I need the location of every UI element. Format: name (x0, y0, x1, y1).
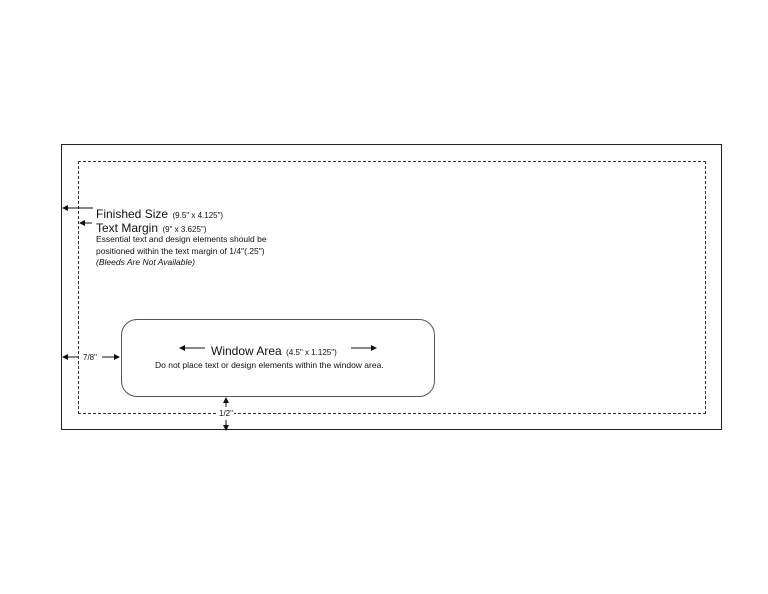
finished-size-title: Finished Size (96, 207, 169, 221)
finished-size-border (61, 144, 722, 430)
text-margin-dims: (9" x 3.625") (162, 225, 207, 234)
text-margin-note: Essential text and design elements shoul… (96, 233, 267, 257)
bottom-offset-label: 1/2" (218, 409, 234, 418)
window-area-note: Do not place text or design elements wit… (155, 360, 384, 370)
window-area-label: Window Area (4.5" x 1.125") (211, 342, 337, 360)
bleeds-note: (Bleeds Are Not Available) (96, 257, 195, 267)
text-margin-label: Text Margin (9" x 3.625") (96, 219, 206, 237)
text-margin-note-line2: positioned within the text margin of 1/4… (96, 246, 265, 256)
window-area-dims: (4.5" x 1.125") (286, 348, 337, 357)
window-area-box (121, 319, 435, 397)
left-offset-label: 7/8" (82, 353, 98, 362)
finished-size-label: Finished Size (9.5" x 4.125") (96, 205, 223, 223)
text-margin-title: Text Margin (96, 221, 159, 235)
finished-size-dims: (9.5" x 4.125") (172, 211, 224, 220)
window-area-title: Window Area (211, 344, 282, 358)
text-margin-dashed-border (78, 161, 706, 414)
text-margin-note-line1: Essential text and design elements shoul… (96, 234, 267, 244)
